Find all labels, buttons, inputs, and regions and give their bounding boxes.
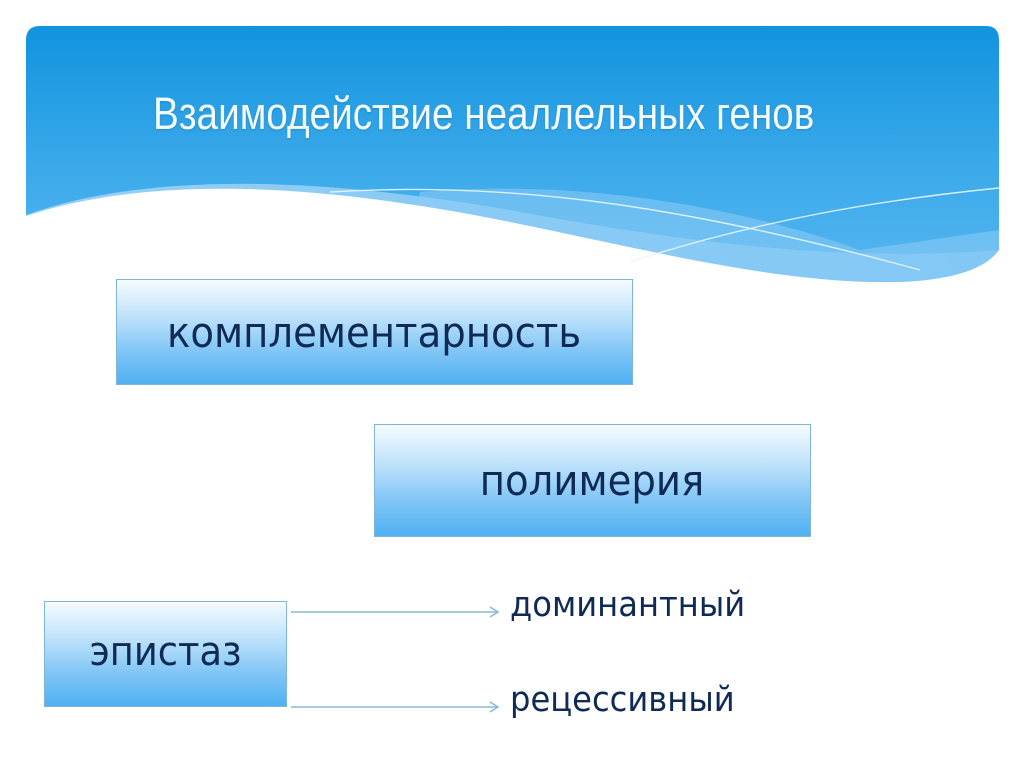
arrow-right-icon [291, 606, 500, 618]
box-complementarity-label: комплементарность [167, 307, 582, 357]
box-polymery-label: полимерия [480, 456, 705, 505]
epistasis-type-dominant: доминантный [510, 585, 746, 625]
slide-title: Взаимодействие неаллельных генов [153, 88, 815, 139]
box-polymery: полимерия [374, 424, 811, 537]
box-epistasis-label: эпистаз [89, 629, 242, 675]
box-complementarity: комплементарность [116, 279, 633, 385]
arrow-right-icon [291, 701, 500, 713]
box-epistasis: эпистаз [44, 601, 287, 707]
header-banner [26, 26, 999, 300]
epistasis-type-recessive: рецессивный [510, 680, 735, 720]
